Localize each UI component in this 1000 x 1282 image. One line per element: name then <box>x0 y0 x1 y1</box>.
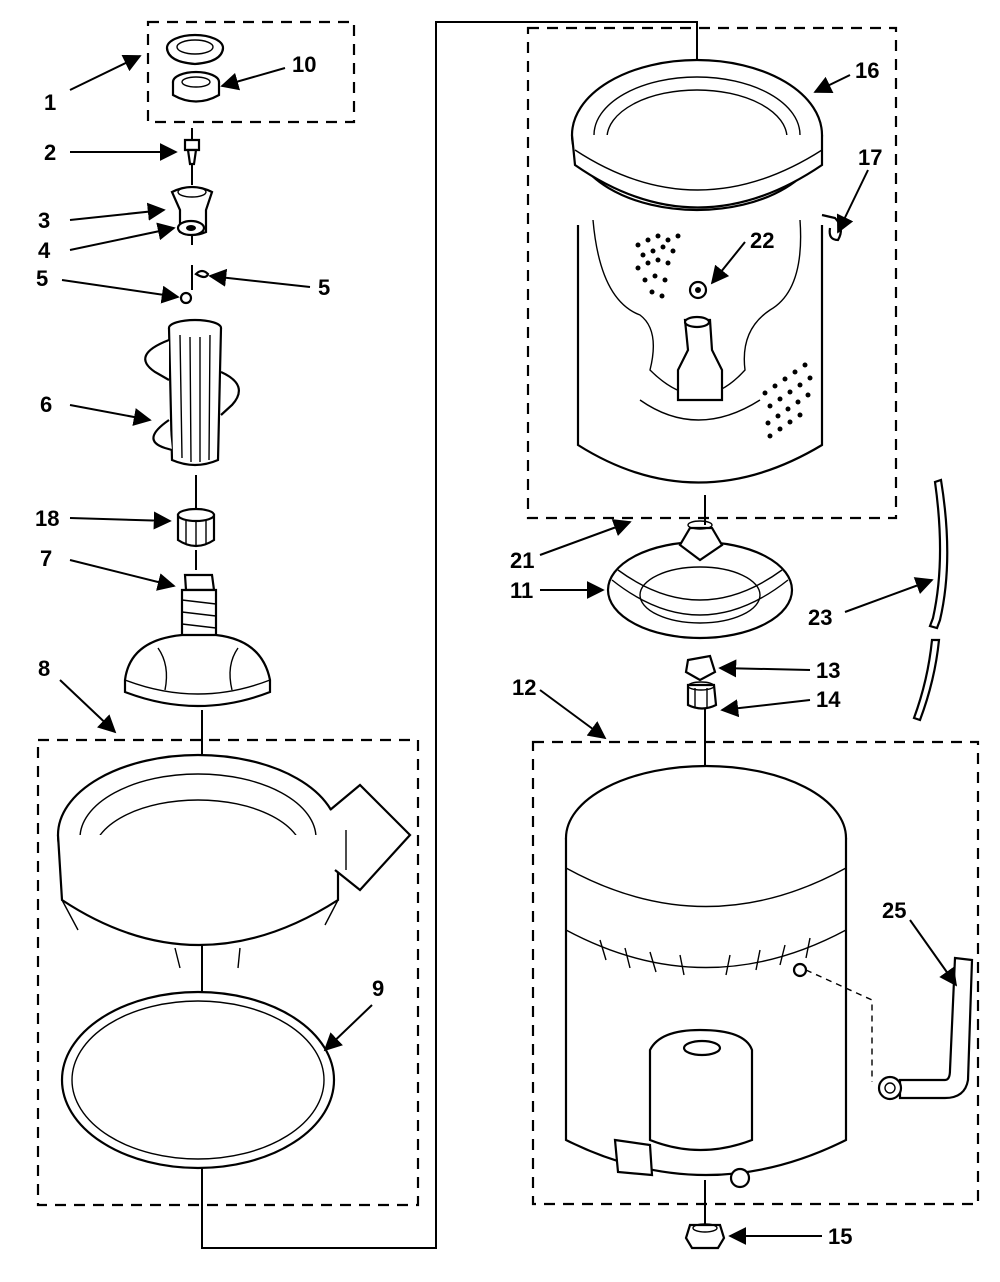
callout-8: 8 <box>38 656 50 681</box>
drain-hose-part-25 <box>877 956 974 1101</box>
callout-25: 25 <box>882 898 906 923</box>
bearing-part-13 <box>684 654 717 682</box>
outer-tub-part-12 <box>564 764 873 1189</box>
leader-lines <box>59 54 958 1245</box>
cap-ring-part-10 <box>171 70 221 103</box>
basket-part-21 <box>576 219 824 484</box>
cap-group-box <box>146 20 356 124</box>
ring-seal-part-9 <box>60 990 336 1170</box>
base-group-box <box>36 738 420 1207</box>
basket-group-box <box>526 26 898 520</box>
callout-4: 4 <box>38 238 51 263</box>
agitator-cap-part-1 <box>165 33 225 66</box>
callout-15: 15 <box>828 1224 852 1249</box>
tub-group-box <box>531 740 980 1206</box>
nut-part-15 <box>684 1223 726 1250</box>
clip-part-5 <box>179 269 210 305</box>
callout-9: 9 <box>372 976 384 1001</box>
callout-21: 21 <box>510 548 534 573</box>
callout-11: 11 <box>510 578 533 603</box>
bolt-part-2 <box>183 138 201 166</box>
agitator-barrel-part-6 <box>144 318 240 467</box>
callout-2: 2 <box>44 140 56 165</box>
basket-perforations <box>635 233 813 439</box>
callout-1: 1 <box>44 90 56 115</box>
drive-hub-part-11 <box>606 520 794 640</box>
bushing-part-14 <box>686 681 718 710</box>
callout-22: 22 <box>750 228 774 253</box>
coupler-part-18 <box>176 507 216 548</box>
callout-16: 16 <box>855 58 879 83</box>
clip-part-17 <box>821 213 842 242</box>
tub-ring-part-8 <box>56 753 412 969</box>
callout-23: 23 <box>808 605 832 630</box>
callout-5-left: 5 <box>36 266 48 291</box>
washer-part-4 <box>176 219 206 237</box>
callout-14: 14 <box>816 687 841 712</box>
callout-13: 13 <box>816 658 840 683</box>
callout-3: 3 <box>38 208 50 233</box>
callout-17: 17 <box>858 145 882 170</box>
callout-7: 7 <box>40 546 52 571</box>
lower-agitator-part-7 <box>123 573 272 708</box>
balance-ring-part-16 <box>570 58 824 212</box>
callout-6: 6 <box>40 392 52 417</box>
nut-part-22 <box>688 280 708 300</box>
callout-5-right: 5 <box>318 275 330 300</box>
callout-18: 18 <box>35 506 59 531</box>
callout-10: 10 <box>292 52 316 77</box>
callout-12: 12 <box>512 675 536 700</box>
hose-part-23 <box>912 478 949 722</box>
